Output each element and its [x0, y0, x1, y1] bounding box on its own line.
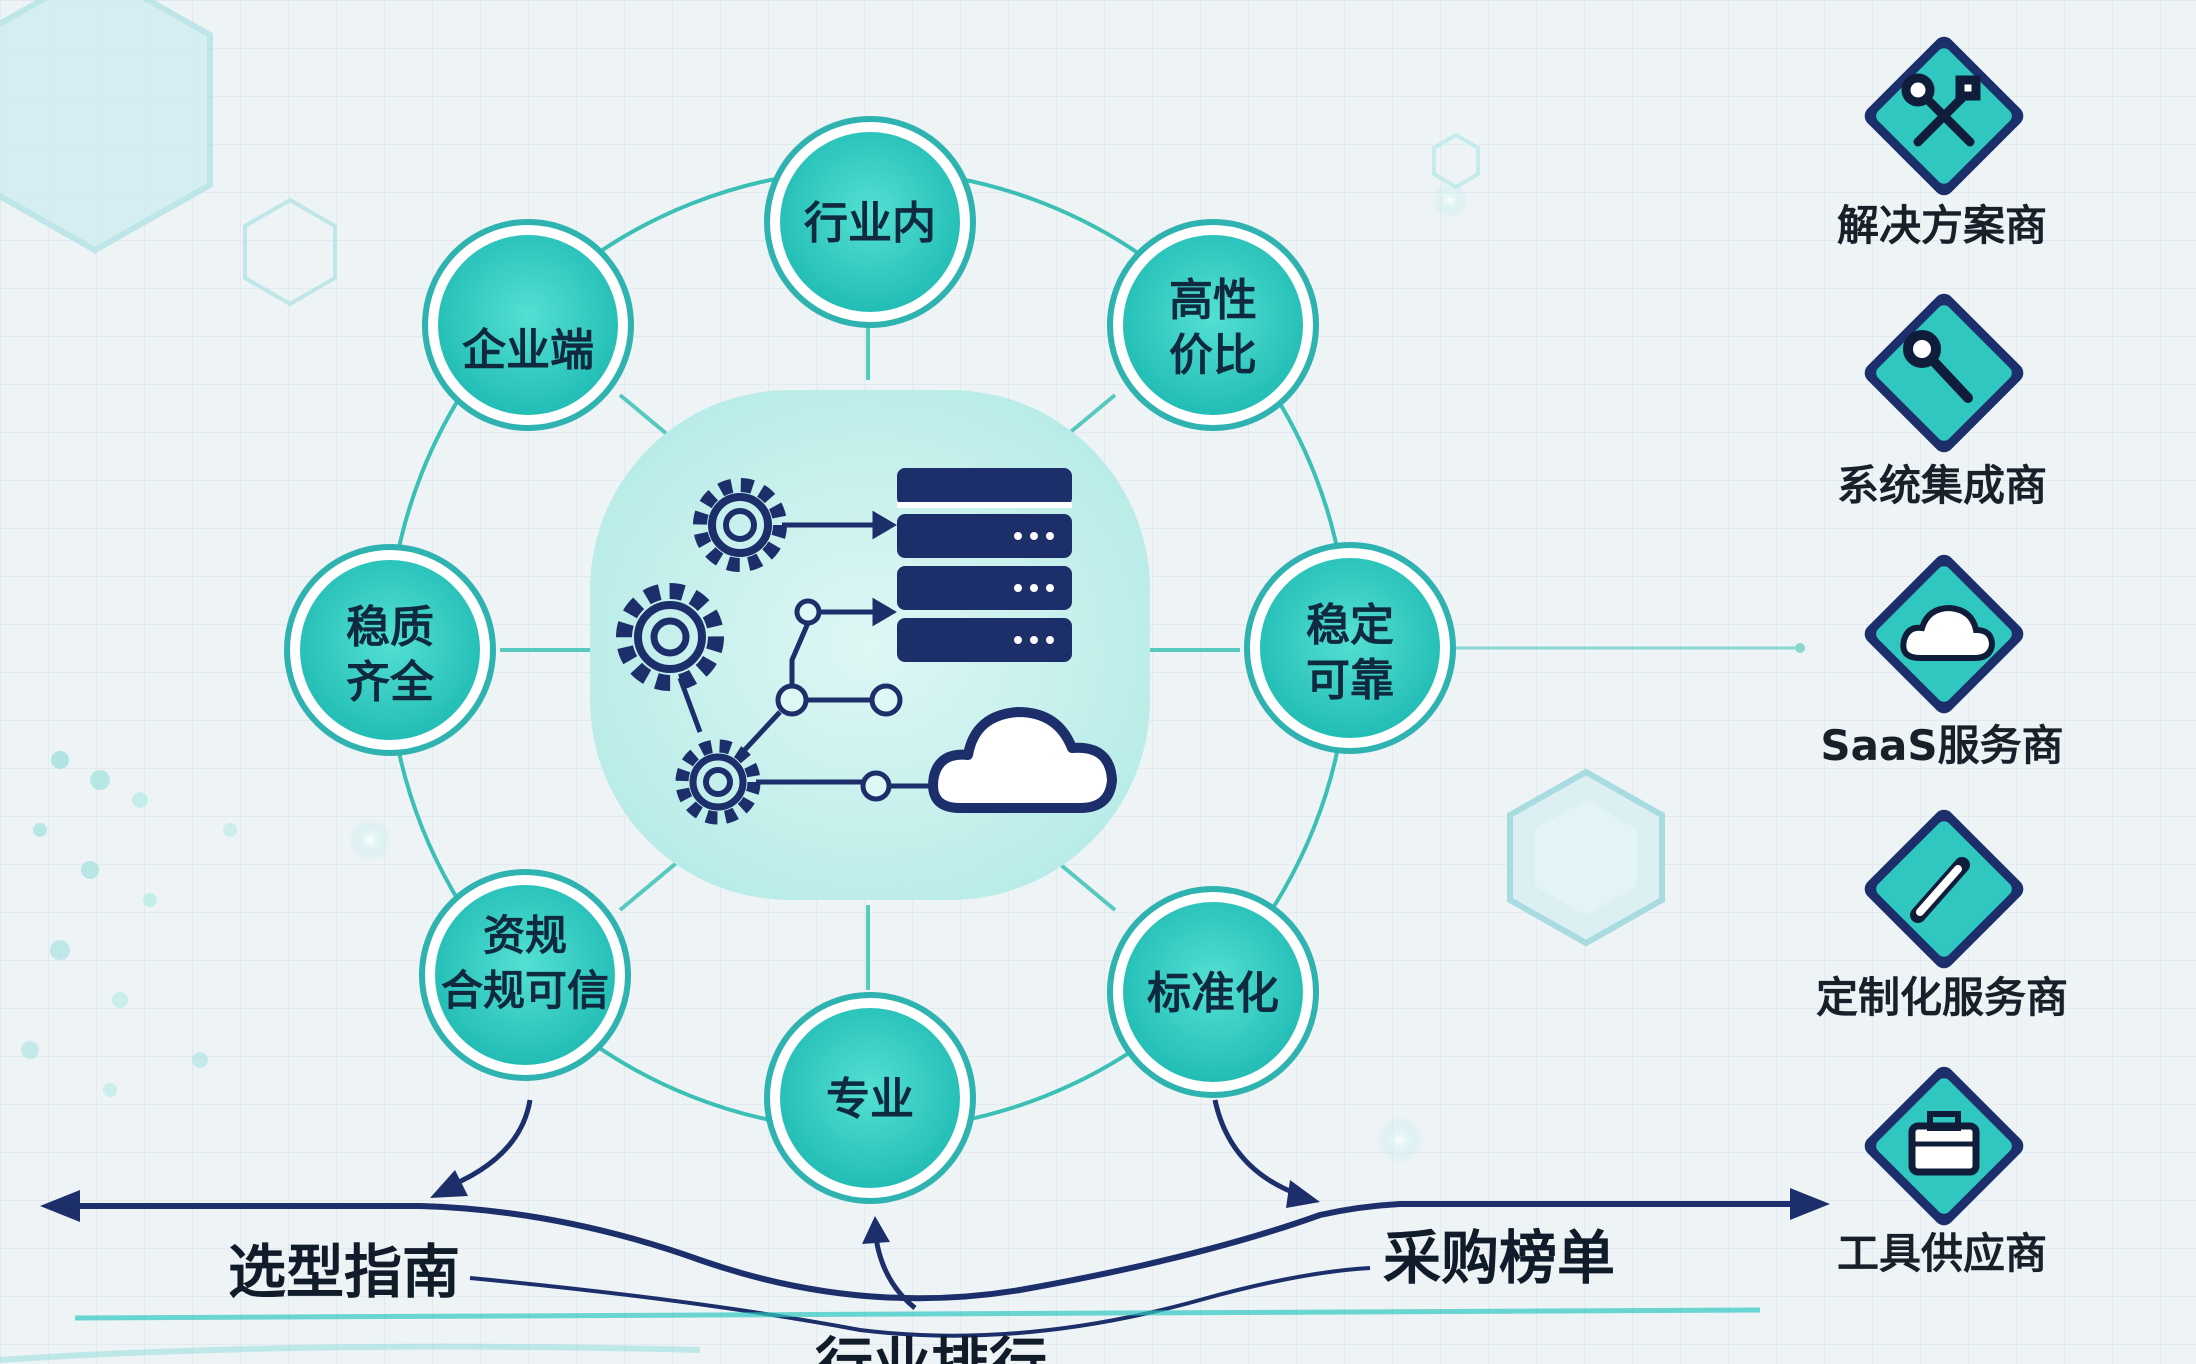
node-label: 专业: [826, 1074, 914, 1125]
node-label: 资规: [483, 911, 567, 960]
ring-node: 高性 价比: [1107, 219, 1319, 431]
spokes: [500, 300, 1805, 990]
node-label: 齐全: [346, 657, 435, 708]
node-label: 高性: [1169, 275, 1257, 326]
cloud-icon: [1900, 604, 1996, 661]
gear-icon: [693, 478, 787, 572]
node-label: 稳质: [346, 602, 434, 653]
node-label: 价比: [1169, 330, 1257, 381]
node-label: 合规可信: [441, 966, 609, 1015]
ring-node: 企业端: [422, 219, 634, 431]
ring-node: 稳质 齐全: [284, 544, 496, 756]
cloud-icon: [928, 707, 1117, 813]
node-label: 企业端: [462, 325, 594, 376]
gear-icon: [675, 739, 761, 825]
ring-node: 行业内: [764, 116, 976, 328]
ring-node: 资规 合规可信: [419, 869, 631, 1081]
bottom-flow: [0, 1099, 1830, 1363]
wrench-screwdriver-icon: [1901, 73, 1981, 147]
pen-icon: [1910, 857, 1970, 923]
node-label: 行业内: [804, 198, 936, 249]
provider-label: 工具供应商: [1837, 1229, 2047, 1278]
bottom-right-label: 采购榜单: [1383, 1224, 1615, 1292]
node-label: 可靠: [1306, 655, 1394, 706]
node-label: 稳定: [1306, 600, 1394, 651]
ring-node: 稳定 可靠: [1244, 542, 1456, 754]
provider-label: 定制化服务商: [1816, 973, 2068, 1022]
provider-item: SaaS服务商: [1820, 554, 2064, 770]
system-hub: [590, 390, 1150, 900]
wrench-icon: [1903, 330, 1973, 403]
provider-label: 解决方案商: [1837, 201, 2047, 250]
ring-node: 标准化: [1107, 886, 1319, 1098]
provider-item: 定制化服务商: [1816, 809, 2068, 1022]
circuit-lines: [677, 510, 930, 802]
node-label: 标准化: [1147, 968, 1279, 1019]
bottom-left-label: 选型指南: [228, 1238, 460, 1306]
server-icon: [897, 468, 1072, 662]
provider-label: 系统集成商: [1837, 461, 2047, 510]
decor-dots: [21, 182, 1468, 1164]
provider-item: 工具供应商: [1837, 1066, 2047, 1278]
toolbox-icon: [1908, 1111, 1980, 1176]
gear-icon: [616, 583, 724, 691]
provider-label: SaaS服务商: [1820, 721, 2063, 770]
ring-node: 专业: [764, 992, 976, 1204]
bottom-center-label: 行业排行: [815, 1331, 1047, 1364]
provider-item: 解决方案商: [1837, 36, 2047, 250]
decor-hexagons: [0, 0, 1665, 947]
provider-item: 系统集成商: [1837, 293, 2047, 510]
